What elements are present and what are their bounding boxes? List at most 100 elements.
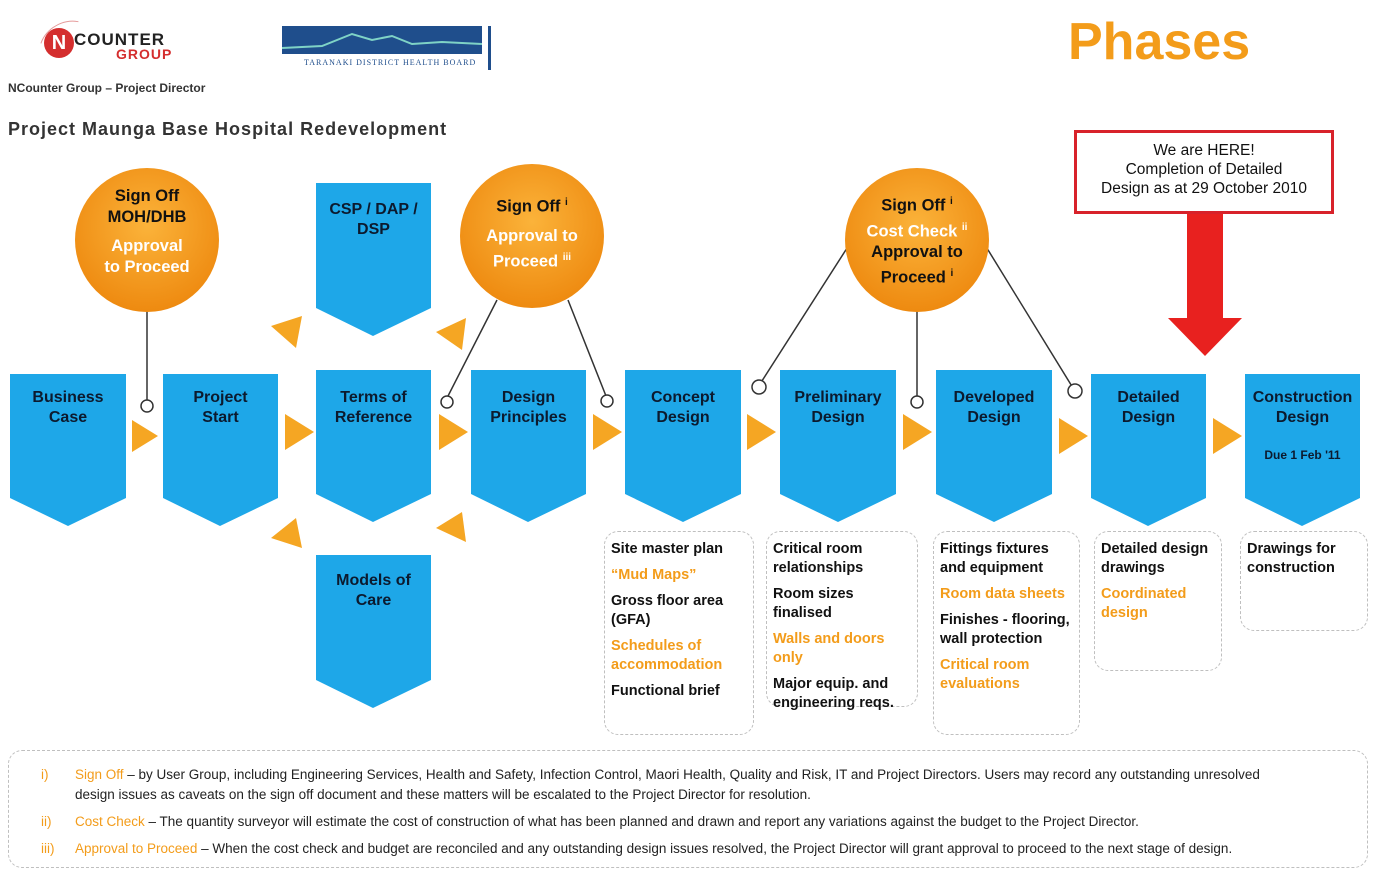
stage-label-business-case: Business Case bbox=[10, 388, 126, 428]
deliverable-item: Site master plan bbox=[611, 541, 724, 557]
footnote-number: i) bbox=[41, 767, 49, 782]
signoff-text-design: Sign Off i Approval to Proceed iii bbox=[460, 192, 604, 272]
arrow-up-right bbox=[436, 318, 466, 350]
callout-line: Completion of Detailed bbox=[1125, 161, 1283, 178]
deliverable-item: Drawings for construction bbox=[1247, 541, 1336, 576]
stage-line: Design bbox=[1275, 409, 1330, 426]
arrow-right bbox=[593, 414, 622, 450]
signoff-line: Sign Off bbox=[881, 196, 946, 215]
tdhb-logo: TARANAKI DISTRICT HEALTH BOARD bbox=[281, 26, 492, 72]
stage-line: Construction bbox=[1252, 389, 1353, 406]
footnote-term: Cost Check bbox=[75, 814, 145, 829]
arrow-up-right bbox=[271, 316, 302, 348]
chevron-preliminary-design bbox=[780, 370, 896, 522]
footnote-text: – by User Group, including Engineering S… bbox=[123, 767, 1260, 782]
chevron-developed-design bbox=[936, 370, 1052, 522]
construction-due-date: Due 1 Feb '11 bbox=[1264, 448, 1341, 462]
footnote-term: Approval to Proceed bbox=[75, 841, 198, 856]
logo-bar bbox=[488, 26, 491, 70]
connector-line bbox=[984, 244, 1074, 389]
stage-line: Preliminary bbox=[794, 389, 882, 406]
signoff-line: Sign Off bbox=[496, 197, 561, 216]
deliverables-construction: Drawings for construction bbox=[1240, 531, 1368, 631]
arrow-right bbox=[285, 414, 314, 450]
footnote-number: iii) bbox=[41, 841, 55, 856]
signoff-line: Approval to bbox=[486, 226, 578, 245]
connector-line bbox=[446, 299, 498, 399]
arrow-right bbox=[1213, 418, 1242, 454]
page-title: Phases bbox=[1068, 13, 1251, 71]
footnote-i: i) Sign Off – by User Group, including E… bbox=[41, 765, 1260, 805]
deliverable-item: Major equip. and engineering reqs. bbox=[773, 676, 894, 711]
callout-line: Design as at 29 October 2010 bbox=[1101, 180, 1307, 197]
signoff-sup: i bbox=[949, 196, 953, 207]
chevron-terms-of-reference bbox=[316, 370, 431, 522]
stage-line: Principles bbox=[490, 409, 567, 426]
chevron-design-principles bbox=[471, 370, 586, 522]
stage-line: Models of bbox=[336, 572, 411, 589]
chevron-detailed-design bbox=[1091, 374, 1206, 526]
logo-n-mark: N bbox=[44, 28, 74, 58]
signoff-circle-design bbox=[460, 164, 604, 308]
stage-line: CSP / DAP / bbox=[329, 201, 418, 218]
signoff-circle-moh bbox=[75, 168, 219, 312]
logo-word-counter: COUNTER bbox=[74, 30, 166, 49]
connector-line bbox=[567, 299, 607, 397]
connector-node bbox=[140, 399, 154, 413]
stage-label-concept-design: Concept Design bbox=[625, 388, 741, 428]
signoff-line: Approval to bbox=[871, 243, 963, 261]
arrow-down-right bbox=[271, 518, 302, 548]
deliverable-item: Room sizes finalised bbox=[773, 586, 854, 621]
stage-line: Design bbox=[656, 409, 710, 426]
connector-node bbox=[600, 394, 614, 408]
logo-word-group: GROUP bbox=[116, 46, 173, 62]
signoff-line: Proceed bbox=[880, 268, 946, 287]
deliverable-item: Functional brief bbox=[611, 683, 720, 699]
deliverables-detailed: Detailed design drawings Coordinated des… bbox=[1094, 531, 1222, 671]
footnote-text: design issues as caveats on the sign off… bbox=[75, 787, 811, 802]
deliverable-item: Walls and doors only bbox=[773, 631, 885, 666]
deliverables-preliminary: Critical room relationships Room sizes f… bbox=[766, 531, 918, 711]
deliverable-item: Critical room relationships bbox=[773, 541, 864, 576]
stage-line: Project bbox=[193, 389, 248, 406]
deliverable-item: Finishes - flooring, wall protection bbox=[940, 612, 1070, 647]
stage-label-construction-design: Construction Design bbox=[1245, 388, 1360, 428]
stage-line: Design bbox=[1121, 409, 1176, 426]
signoff-line: to Proceed bbox=[104, 258, 190, 276]
stage-line: Developed bbox=[953, 389, 1035, 406]
deliverables-concept: Site master plan “Mud Maps” Gross floor … bbox=[604, 531, 754, 735]
stage-line: Start bbox=[202, 409, 239, 426]
signoff-line: MOH/DHB bbox=[107, 208, 187, 226]
project-title: Project Maunga Base Hospital Redevelopme… bbox=[8, 119, 448, 139]
footnote-term: Sign Off bbox=[75, 767, 124, 782]
chevron-models-of-care bbox=[316, 555, 431, 708]
connector-node bbox=[910, 395, 924, 409]
stage-label-design-principles: Design Principles bbox=[471, 388, 586, 428]
stage-line: Design bbox=[501, 389, 556, 406]
connector-node bbox=[751, 379, 767, 395]
stage-label-project-start: Project Start bbox=[163, 388, 278, 428]
chevron-construction-design bbox=[1245, 374, 1360, 526]
signoff-sup: ii bbox=[961, 221, 968, 233]
stage-line: Design bbox=[811, 409, 865, 426]
stage-label-preliminary-design: Preliminary Design bbox=[780, 388, 896, 428]
arrow-right bbox=[132, 420, 158, 452]
arrow-right bbox=[747, 414, 776, 450]
connector-node bbox=[1067, 383, 1083, 399]
stage-line: Design bbox=[967, 409, 1021, 426]
signoff-sup: i bbox=[950, 268, 954, 279]
deliverable-item: Room data sheets bbox=[940, 586, 1065, 602]
chevron-business-case bbox=[10, 374, 126, 526]
signoff-sup: i bbox=[564, 197, 568, 208]
stage-line: Reference bbox=[334, 409, 413, 426]
signoff-line: Cost Check bbox=[866, 222, 958, 240]
signoff-sup: iii bbox=[562, 251, 572, 263]
arrow-right bbox=[903, 414, 932, 450]
connector-line bbox=[759, 244, 850, 385]
stage-label-detailed-design: Detailed Design bbox=[1091, 388, 1206, 428]
footnotes-panel: i) Sign Off – by User Group, including E… bbox=[8, 750, 1368, 868]
footnote-ii: ii) Cost Check – The quantity surveyor w… bbox=[41, 812, 1139, 832]
signoff-line: Approval bbox=[111, 237, 183, 255]
deliverable-item: Critical room evaluations bbox=[940, 657, 1030, 692]
